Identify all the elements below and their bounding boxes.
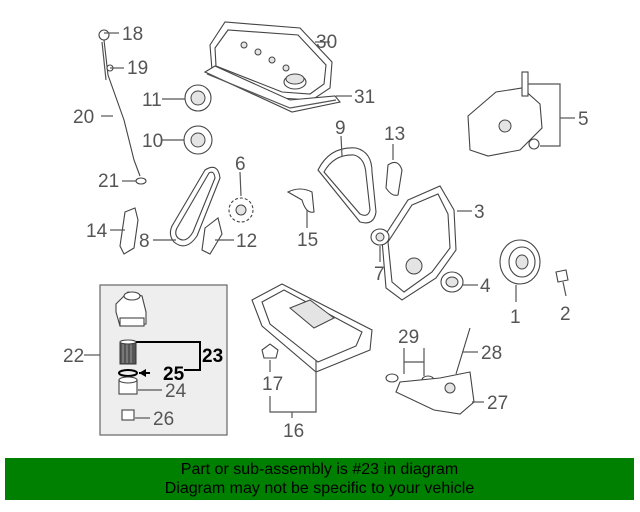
callout-3[interactable]: 3: [474, 202, 485, 223]
part-2-pulley-bolt[interactable]: [555, 269, 569, 297]
part-15-guide-rail[interactable]: [286, 188, 315, 213]
part-5-upper-timing-cover[interactable]: [467, 71, 543, 157]
callout-21[interactable]: 21: [98, 171, 119, 192]
part-23-oil-filter-element[interactable]: [119, 339, 137, 365]
part-26-drain-plug[interactable]: [121, 409, 135, 421]
part-18-dipstick-handle[interactable]: [98, 29, 110, 41]
part-16-oil-pan[interactable]: [251, 283, 373, 373]
part-14-chain-guide[interactable]: [119, 207, 139, 255]
part-27-oil-pump[interactable]: [395, 371, 475, 415]
callout-13[interactable]: 13: [384, 124, 405, 145]
callout-19[interactable]: 19: [127, 58, 148, 79]
callout-25[interactable]: 25: [163, 364, 185, 385]
callout-4[interactable]: 4: [480, 276, 491, 297]
highlight-notice-banner: Part or sub-assembly is #23 in diagram D…: [5, 458, 634, 500]
callout-29[interactable]: 29: [398, 327, 419, 348]
part-17-drain-plug[interactable]: [261, 343, 279, 359]
part-23-leader-bracket: [136, 341, 201, 377]
callout-8[interactable]: 8: [139, 231, 150, 252]
callout-5[interactable]: 5: [578, 109, 589, 130]
callout-numbers: 18 19 20 21 11 10 6 8 12 14 9 13 15 3 7 …: [63, 24, 589, 442]
banner-line-1: Part or sub-assembly is #23 in diagram: [180, 461, 459, 478]
callout-10[interactable]: 10: [142, 131, 163, 152]
callout-12[interactable]: 12: [236, 231, 257, 252]
callout-15[interactable]: 15: [297, 230, 318, 251]
part-1-crank-pulley[interactable]: [499, 239, 541, 285]
callout-28[interactable]: 28: [481, 343, 502, 364]
banner-line-2: Diagram may not be specific to your vehi…: [164, 480, 475, 497]
part-12-chain-tensioner[interactable]: [201, 217, 223, 255]
callout-30[interactable]: 30: [316, 32, 337, 53]
callout-17[interactable]: 17: [262, 374, 283, 395]
part-7-seal[interactable]: [370, 228, 390, 246]
callout-18[interactable]: 18: [122, 24, 143, 45]
part-13-belt-guide[interactable]: [385, 161, 403, 196]
callout-31[interactable]: 31: [354, 87, 375, 108]
callout-7[interactable]: 7: [374, 264, 385, 285]
callout-9[interactable]: 9: [335, 118, 346, 139]
part-28-oil-pump-pickup[interactable]: [455, 327, 471, 375]
callout-6[interactable]: 6: [235, 154, 246, 175]
callout-1[interactable]: 1: [510, 307, 521, 328]
part-10-cam-adjuster[interactable]: [183, 125, 213, 155]
part-3-timing-cover[interactable]: [381, 185, 457, 301]
callout-26[interactable]: 26: [153, 409, 174, 430]
callout-14[interactable]: 14: [86, 221, 108, 242]
leader-lines: [84, 32, 575, 419]
part-4-crank-seal[interactable]: [440, 271, 464, 293]
part-24-filter-cap[interactable]: [118, 376, 138, 395]
part-8-timing-chain[interactable]: [169, 166, 221, 247]
part-20-dipstick[interactable]: [101, 41, 107, 81]
oil-filter-housing[interactable]: [115, 291, 147, 327]
callout-20[interactable]: 20: [73, 107, 94, 128]
part-11-cam-adjuster[interactable]: [184, 84, 212, 112]
callout-27[interactable]: 27: [487, 393, 508, 414]
part-9-timing-belt[interactable]: [317, 147, 377, 224]
part-31-valve-cover-gasket[interactable]: [203, 65, 342, 113]
callout-23[interactable]: 23: [202, 346, 223, 367]
callout-22[interactable]: 22: [63, 346, 84, 367]
callout-11[interactable]: 11: [142, 90, 162, 111]
callout-24[interactable]: 24: [165, 381, 187, 402]
part-30-valve-cover[interactable]: [209, 21, 333, 101]
callout-16[interactable]: 16: [283, 421, 304, 442]
callout-2[interactable]: 2: [560, 304, 571, 325]
part-6-sprocket[interactable]: [228, 197, 254, 223]
part-25-o-ring[interactable]: [118, 369, 138, 377]
part-21-clip[interactable]: [135, 177, 147, 185]
